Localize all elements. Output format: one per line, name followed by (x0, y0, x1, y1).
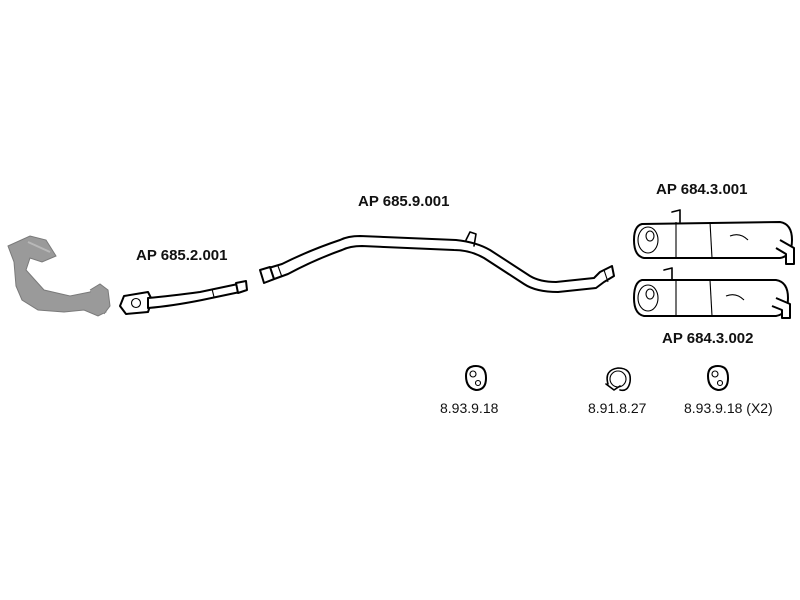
center-pipe (259, 231, 615, 293)
rear-silencer-upper (633, 209, 795, 265)
rubber-mount-label: 8.93.9.18 (440, 400, 499, 416)
clamp-label: 8.91.8.27 (588, 400, 647, 416)
exhaust-manifold-icon (7, 235, 111, 317)
pipe-clamp-icon (605, 367, 632, 392)
center-pipe-label: AP 685.9.001 (358, 193, 449, 210)
rear-silencer-lower (633, 267, 791, 319)
rear-silencer-upper-label: AP 684.3.001 (656, 181, 747, 198)
front-pipe (119, 280, 248, 315)
rubber-mount-icon (707, 365, 729, 391)
rear-silencer-lower-label: AP 684.3.002 (662, 330, 753, 347)
front-pipe-label: AP 685.2.001 (136, 247, 227, 264)
rubber-mount-icon (465, 365, 487, 391)
rubber-mount-x2-label: 8.93.9.18 (X2) (684, 400, 773, 416)
